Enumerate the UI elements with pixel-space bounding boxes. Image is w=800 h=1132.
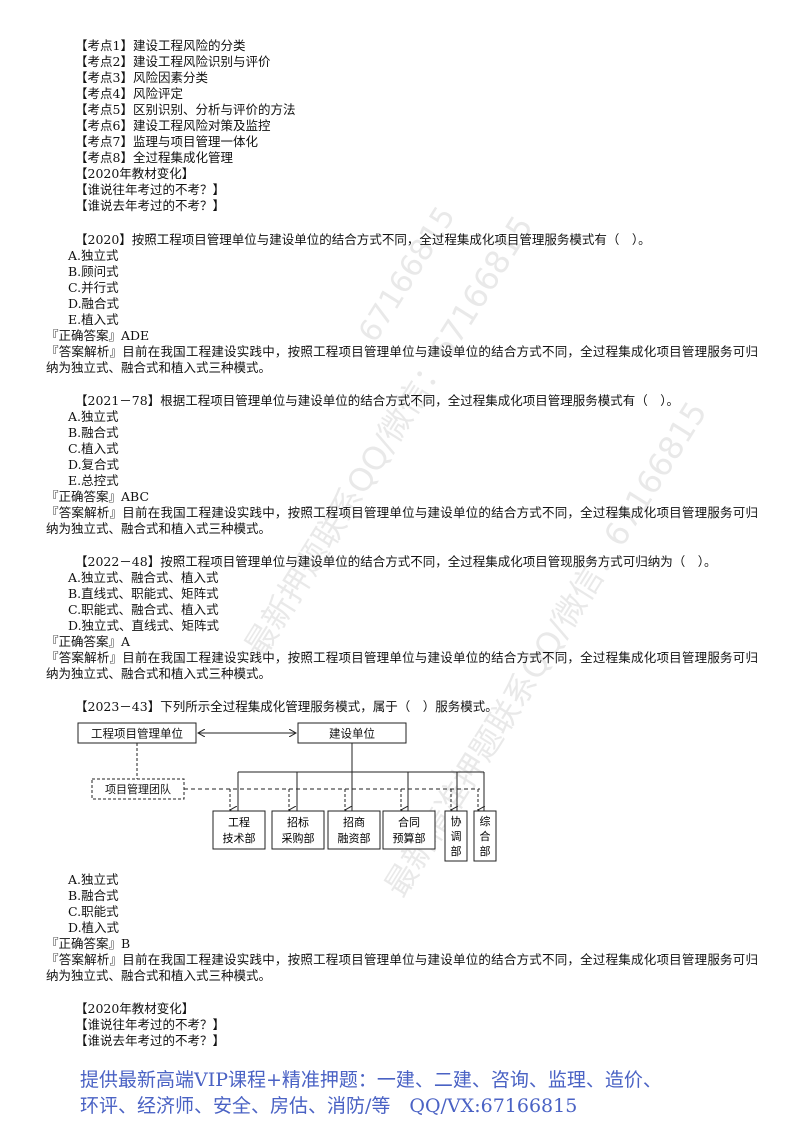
svg-text:综: 综	[480, 814, 491, 828]
owner-label: 建设单位	[329, 727, 375, 741]
outline-item: 【谁说去年考过的不考？】	[75, 198, 226, 213]
option: E.总控式	[68, 473, 119, 488]
option: D.植入式	[68, 920, 120, 935]
watermark-number: 67166815	[352, 200, 463, 349]
dept-coord: 协 调 部	[444, 810, 468, 862]
org-structure-diagram: 工程项目管理单位 建设单位 项目管理团队 工程 技术部	[77, 722, 497, 862]
outline-item: 【2020年教材变化】	[75, 1001, 195, 1016]
pm-unit-label: 工程项目管理单位	[91, 727, 183, 741]
answer-analysis: 『答案解析』目前在我国工程建设实践中，按照工程项目管理单位与建设单位的结合方式不…	[46, 505, 758, 536]
outline-item: 【考点8】全过程集成化管理	[75, 150, 233, 165]
dept-bid: 招标 采购部	[271, 810, 325, 850]
svg-text:预算部: 预算部	[393, 831, 426, 845]
option: C.职能式、融合式、植入式	[68, 602, 219, 617]
watermark-contact: 最新押题联系QQ/微信：67166815	[237, 208, 541, 664]
option: C.植入式	[68, 441, 119, 456]
outline-item: 【谁说去年考过的不考？】	[75, 1033, 226, 1048]
svg-text:部: 部	[480, 844, 491, 858]
outline-item: 【谁说往年考过的不考？】	[75, 182, 226, 197]
svg-text:调: 调	[451, 830, 462, 843]
svg-text:部: 部	[451, 844, 462, 858]
answer-analysis: 『答案解析』目前在我国工程建设实践中，按照工程项目管理单位与建设单位的结合方式不…	[46, 344, 758, 375]
outline-item: 【2020年教材变化】	[75, 166, 195, 181]
outline-item: 【考点5】区别识别、分析与评价的方法	[75, 102, 296, 117]
promo-line-2: 环评、经济师、安全、房估、消防/等 QQ/VX:67166815	[80, 1095, 578, 1117]
outline-item: 【考点7】监理与项目管理一体化	[75, 134, 258, 149]
svg-text:融资部: 融资部	[338, 831, 371, 845]
outline-item: 【考点4】风险评定	[75, 86, 183, 101]
svg-text:工程: 工程	[228, 816, 250, 829]
outline-item: 【考点6】建设工程风险对策及监控	[75, 118, 271, 133]
option: B.顾问式	[68, 264, 119, 279]
option: B.融合式	[68, 888, 119, 903]
outline-item: 【考点1】建设工程风险的分类	[75, 38, 246, 53]
svg-text:招标: 招标	[287, 815, 309, 829]
pm-team-label: 项目管理团队	[105, 782, 171, 796]
correct-answer: 『正确答案』A	[46, 634, 131, 649]
question-stem: 【2023－43】下列所示全过程集成化管理服务模式，属于（ ）服务模式。	[75, 699, 498, 714]
svg-text:协: 协	[451, 814, 462, 828]
question-stem: 【2022－48】按照工程项目管理单位与建设单位的结合方式不同，全过程集成化项目…	[75, 554, 717, 569]
question-stem: 【2021－78】根据工程项目管理单位与建设单位的结合方式不同，全过程集成化项目…	[75, 393, 679, 408]
option: A.独立式	[68, 872, 119, 887]
dept-invest: 招商 融资部	[327, 810, 381, 850]
option: C.职能式	[68, 904, 119, 919]
option: A.独立式	[68, 248, 119, 263]
svg-text:合同: 合同	[398, 815, 420, 829]
svg-text:合: 合	[480, 829, 491, 843]
option: D.复合式	[68, 457, 120, 472]
dept-contract: 合同 预算部	[382, 810, 436, 850]
correct-answer: 『正确答案』ADE	[46, 328, 150, 343]
option: E.植入式	[68, 312, 119, 327]
option: B.融合式	[68, 425, 119, 440]
option: A.独立式、融合式、植入式	[68, 570, 219, 585]
outline-item: 【考点3】风险因素分类	[75, 70, 208, 85]
option: D.独立式、直线式、矩阵式	[68, 618, 220, 633]
option: A.独立式	[68, 409, 119, 424]
dept-tech: 工程 技术部	[212, 810, 266, 850]
question-stem: 【2020】按照工程项目管理单位与建设单位的结合方式不同，全过程集成化项目管理服…	[75, 232, 651, 247]
option: C.并行式	[68, 280, 119, 295]
option: D.融合式	[68, 296, 120, 311]
promo-line-1: 提供最新高端VIP课程+精准押题：一建、二建、咨询、监理、造价、	[80, 1069, 662, 1091]
answer-analysis: 『答案解析』目前在我国工程建设实践中，按照工程项目管理单位与建设单位的结合方式不…	[46, 650, 758, 681]
dept-general: 综 合 部	[473, 810, 497, 862]
svg-text:招商: 招商	[343, 815, 365, 829]
answer-analysis: 『答案解析』目前在我国工程建设实践中，按照工程项目管理单位与建设单位的结合方式不…	[46, 952, 758, 983]
correct-answer: 『正确答案』ABC	[46, 489, 150, 504]
svg-text:采购部: 采购部	[282, 831, 315, 845]
outline-item: 【考点2】建设工程风险识别与评价	[75, 54, 271, 69]
correct-answer: 『正确答案』B	[46, 936, 131, 951]
outline-item: 【谁说往年考过的不考？】	[75, 1017, 226, 1032]
option: B.直线式、职能式、矩阵式	[68, 586, 219, 601]
svg-text:技术部: 技术部	[223, 831, 256, 845]
